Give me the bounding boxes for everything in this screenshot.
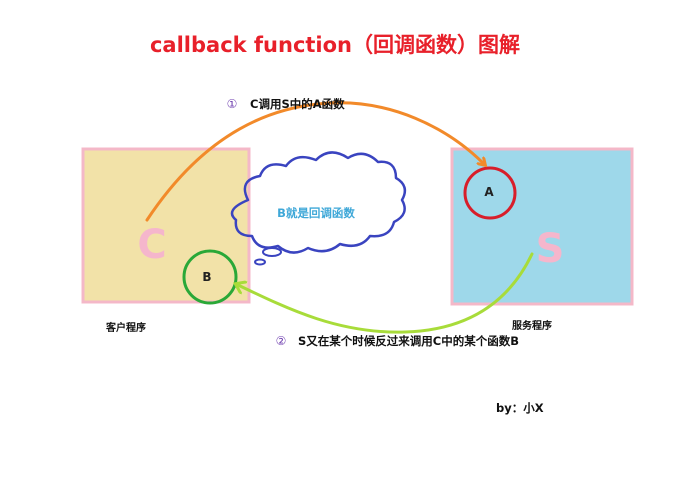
function-a-label: A xyxy=(484,185,494,199)
server-letter: S xyxy=(536,226,565,272)
client-letter: C xyxy=(137,222,166,268)
function-b-label: B xyxy=(202,270,211,284)
call-arrow-c-to-a xyxy=(145,101,484,222)
client-caption: 客户程序 xyxy=(105,321,146,334)
callback-arrow-s-to-b xyxy=(238,252,534,334)
function-b-circle xyxy=(182,249,238,305)
step1-number: ① xyxy=(227,97,238,111)
diagram-title: callback function（回调函数）图解 xyxy=(150,33,520,57)
client-program-box xyxy=(81,147,251,304)
function-a-circle xyxy=(463,166,517,220)
author-credit: by：小X xyxy=(496,401,544,415)
step2-text: S又在某个时候反过来调用C中的某个函数B xyxy=(298,334,519,348)
server-program-box xyxy=(450,147,634,306)
cloud-text: B就是回调函数 xyxy=(277,206,355,220)
step1-text: C调用S中的A函数 xyxy=(250,97,345,111)
callback-thought-cloud xyxy=(230,151,407,266)
step2-number: ② xyxy=(276,334,287,348)
server-caption: 服务程序 xyxy=(512,319,552,332)
